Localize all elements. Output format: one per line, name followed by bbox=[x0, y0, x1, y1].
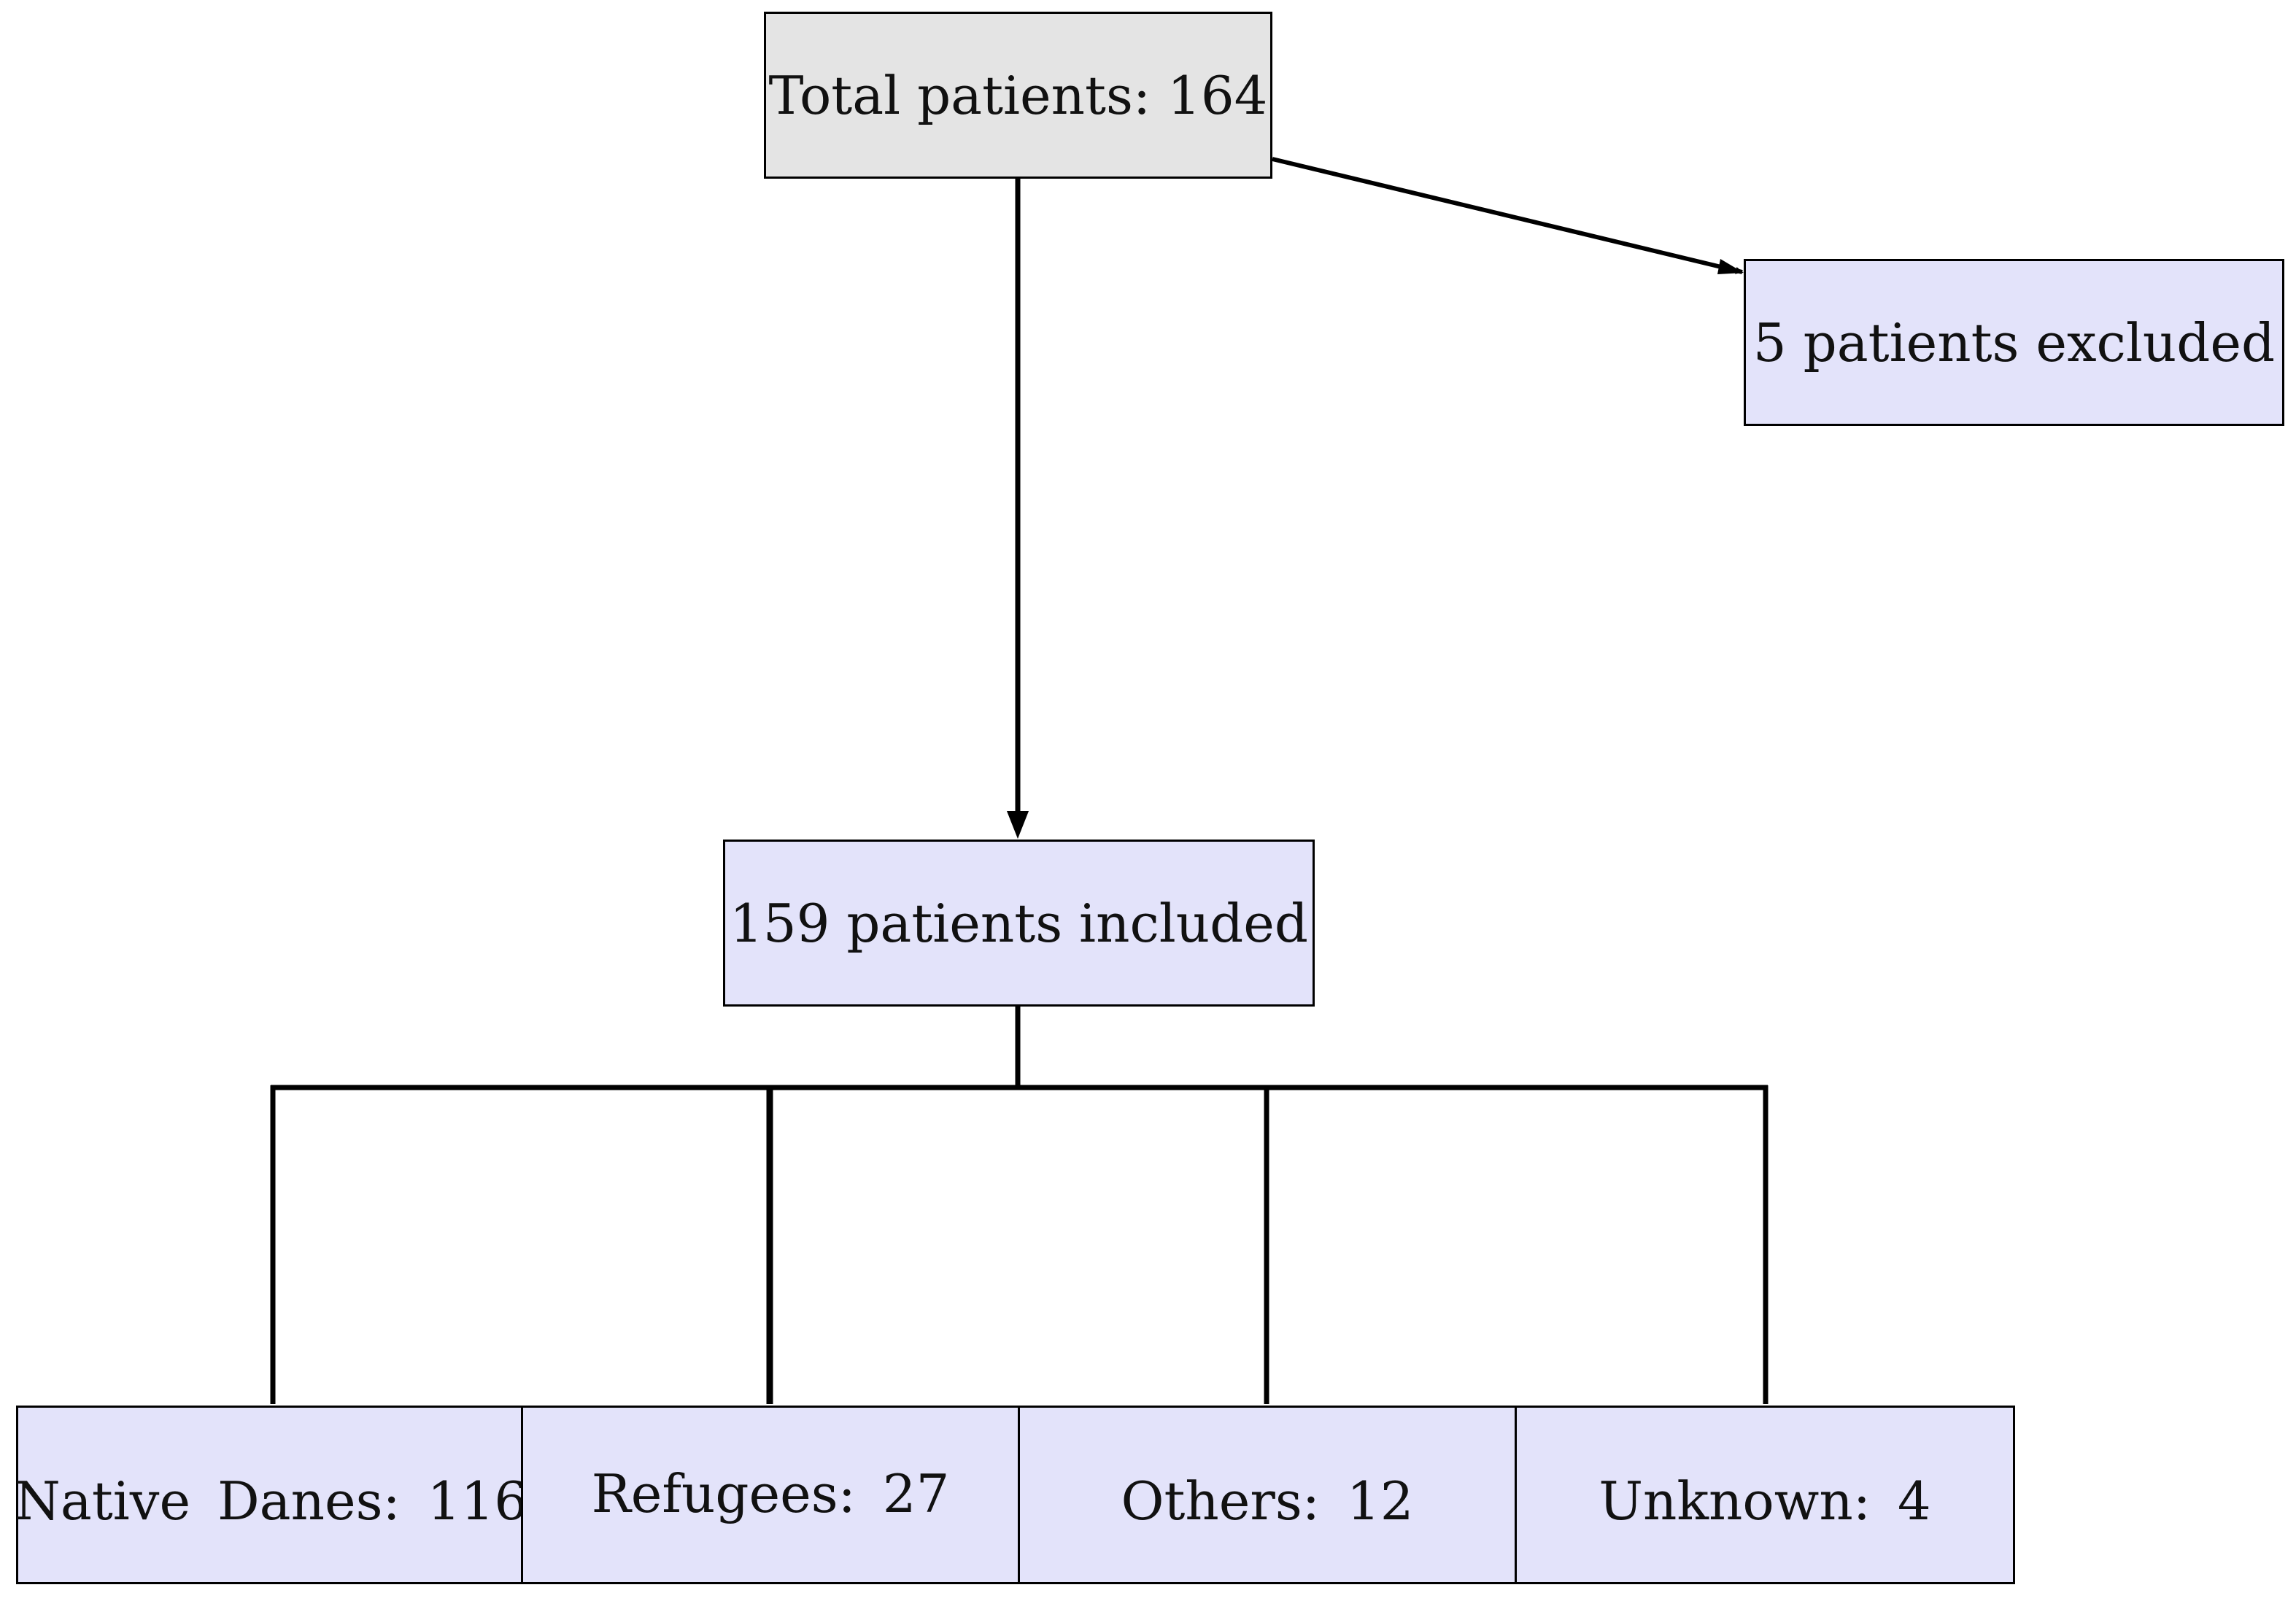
node-patients-included-label: 159 patients included bbox=[730, 892, 1308, 954]
node-total-patients-label: Total patients: 164 bbox=[768, 64, 1268, 126]
node-total-patients: Total patients: 164 bbox=[764, 12, 1272, 179]
node-refugees-label: Refugees: 27 bbox=[591, 1462, 950, 1524]
node-patients-excluded: 5 patients excluded bbox=[1744, 259, 2284, 426]
node-refugees: Refugees: 27 bbox=[521, 1406, 1020, 1584]
node-patients-excluded-label: 5 patients excluded bbox=[1752, 311, 2276, 373]
node-unknown-label: Unknown: 4 bbox=[1599, 1470, 1931, 1532]
arrow-total-to-excluded bbox=[1272, 157, 1743, 274]
node-unknown: Unknown: 4 bbox=[1515, 1406, 2015, 1584]
node-others-label: Others: 12 bbox=[1121, 1470, 1414, 1532]
node-native-danes-label: Native Danes: 116 bbox=[14, 1470, 528, 1532]
node-native-danes: Native Danes: 116 bbox=[14, 1406, 528, 1584]
arrowhead-included-icon bbox=[1007, 811, 1029, 839]
node-others: Others: 12 bbox=[1018, 1406, 1517, 1584]
node-patients-included: 159 patients included bbox=[723, 840, 1315, 1007]
arrowhead-excluded-icon bbox=[1717, 259, 1744, 274]
